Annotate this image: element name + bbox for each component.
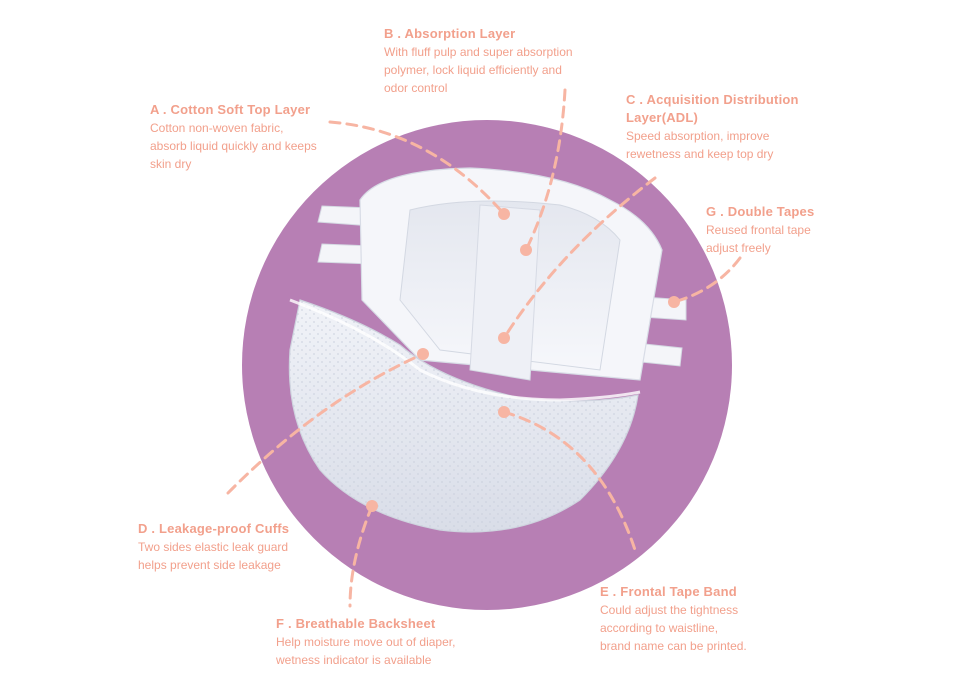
label-d-title: D . Leakage-proof Cuffs [138,521,290,536]
label-f-line-1: Help moisture move out of diaper, [276,635,456,649]
diaper-illustration [288,167,687,533]
label-f-line-2: wetness indicator is available [276,653,432,667]
label-b-line-3: odor control [384,81,448,95]
marker-c [498,332,510,344]
label-e-line-3: brand name can be printed. [600,639,747,653]
marker-d [417,348,429,360]
label-e-line-2: according to waistline, [600,621,719,635]
marker-dots [366,208,680,512]
label-a-line-2: absorb liquid quickly and keeps [150,139,317,153]
label-b-title: B . Absorption Layer [384,26,516,41]
marker-e [498,406,510,418]
label-absorption-layer: B . Absorption Layer With fluff pulp and… [384,25,573,97]
label-e-title: E . Frontal Tape Band [600,584,737,599]
label-c-line-1: Speed absorption, improve [626,129,770,143]
leader-g [672,256,742,304]
marker-g [668,296,680,308]
center-strip [469,204,541,381]
label-e-line-1: Could adjust the tightness [600,603,739,617]
marker-f [366,500,378,512]
label-c-title-2: Layer(ADL) [626,110,699,125]
label-adl: C . Acquisition Distribution Layer(ADL) … [626,91,799,163]
label-a-line-3: skin dry [150,157,192,171]
leader-a [328,120,506,216]
leader-b [524,88,567,252]
label-c-title-1: C . Acquisition Distribution [626,92,799,107]
marker-b [520,244,532,256]
label-b-line-2: polymer, lock liquid efficiently and [384,63,562,77]
leader-f [348,504,374,608]
leader-c [502,176,657,340]
label-a-title: A . Cotton Soft Top Layer [150,102,311,117]
leader-d [226,352,425,495]
label-breathable-backsheet: F . Breathable Backsheet Help moisture m… [276,615,455,669]
label-f-title: F . Breathable Backsheet [276,616,436,631]
label-a-line-1: Cotton non-woven fabric, [150,121,284,135]
label-c-line-2: rewetness and keep top dry [626,147,774,161]
marker-a [498,208,510,220]
label-d-line-1: Two sides elastic leak guard [138,540,289,554]
leader-lines [226,88,742,608]
label-d-line-2: helps prevent side leakage [138,558,281,572]
label-frontal-tape-band: E . Frontal Tape Band Could adjust the t… [600,583,747,655]
label-double-tapes: G . Double Tapes Reused frontal tape adj… [706,203,814,257]
label-b-line-1: With fluff pulp and super absorption [384,45,573,59]
label-leakage-cuffs: D . Leakage-proof Cuffs Two sides elasti… [138,520,289,574]
label-cotton-top-layer: A . Cotton Soft Top Layer Cotton non-wov… [150,101,317,173]
leader-e [502,410,638,555]
label-g-line-2: adjust freely [706,241,771,255]
label-g-line-1: Reused frontal tape [706,223,811,237]
label-g-title: G . Double Tapes [706,204,815,219]
